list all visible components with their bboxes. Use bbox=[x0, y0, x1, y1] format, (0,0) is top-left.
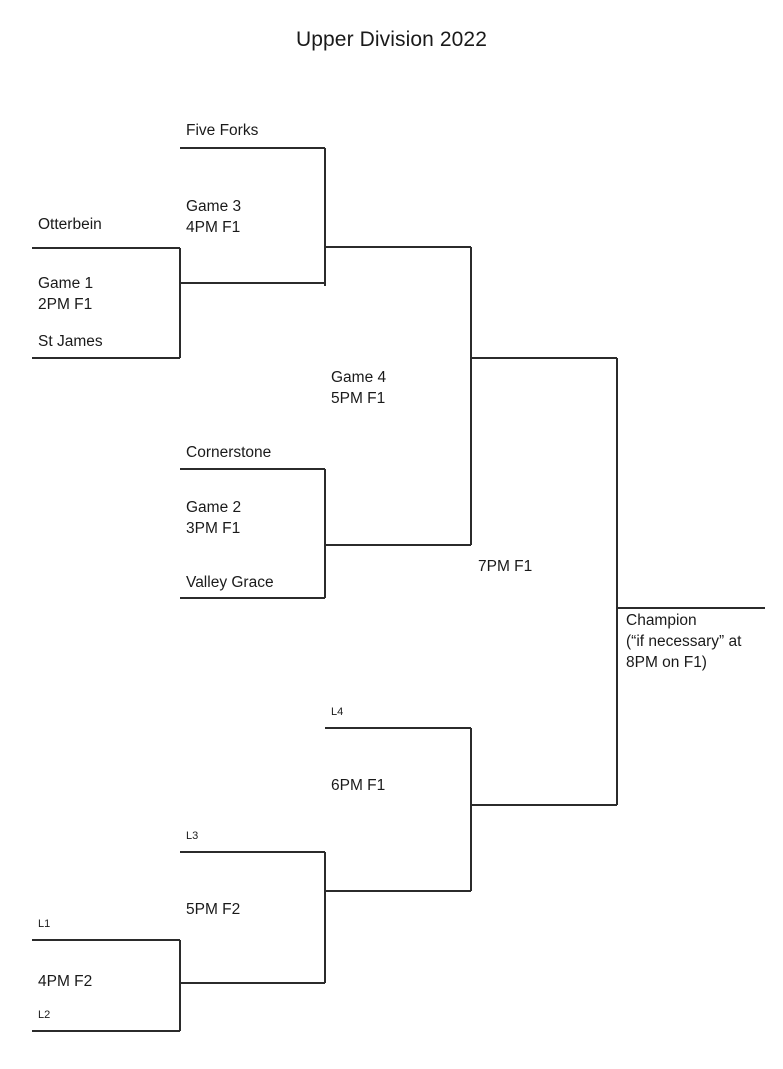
loser-slot-l4: L4 bbox=[331, 706, 344, 718]
page-title: Upper Division 2022 bbox=[295, 28, 487, 51]
game-3-label: Game 3 4PM F1 bbox=[186, 198, 242, 236]
game-1-label: Game 1 2PM F1 bbox=[38, 275, 94, 313]
loser-slot-l2: L2 bbox=[38, 1009, 51, 1021]
game-2-label: Game 2 3PM F1 bbox=[186, 499, 242, 537]
team-st-james: St James bbox=[38, 333, 103, 350]
champion-label: Champion (“if necessary” at 8PM on F1) bbox=[626, 612, 742, 671]
loser-slot-l3: L3 bbox=[186, 830, 199, 842]
team-cornerstone: Cornerstone bbox=[186, 444, 272, 461]
team-otterbein: Otterbein bbox=[38, 216, 102, 233]
losers-round3-time-label: 6PM F1 bbox=[331, 777, 386, 794]
winners-final-time-label: 7PM F1 bbox=[478, 558, 533, 575]
losers-round1-time-label: 4PM F2 bbox=[38, 973, 93, 990]
losers-round2-time-label: 5PM F2 bbox=[186, 901, 241, 918]
game-4-label: Game 4 5PM F1 bbox=[331, 369, 387, 407]
team-valley-grace: Valley Grace bbox=[186, 574, 274, 591]
team-five-forks: Five Forks bbox=[186, 122, 259, 139]
loser-slot-l1: L1 bbox=[38, 918, 51, 930]
